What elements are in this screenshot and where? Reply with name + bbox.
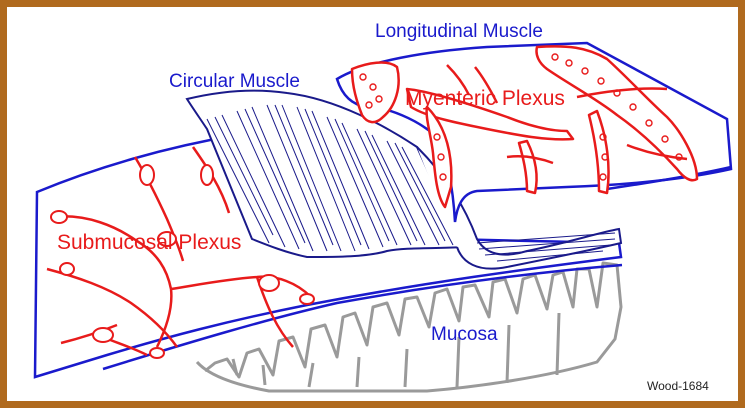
credit-label: Wood-1684: [647, 380, 709, 392]
gut-wall-illustration: [7, 7, 738, 401]
label-longitudinal-muscle: Longitudinal Muscle: [375, 22, 543, 41]
label-submucosal-plexus: Submucosal Plexus: [57, 232, 241, 253]
label-mucosa: Mucosa: [431, 325, 498, 344]
label-myenteric-plexus: Myenteric Plexus: [405, 88, 565, 109]
label-circular-muscle: Circular Muscle: [169, 72, 300, 91]
